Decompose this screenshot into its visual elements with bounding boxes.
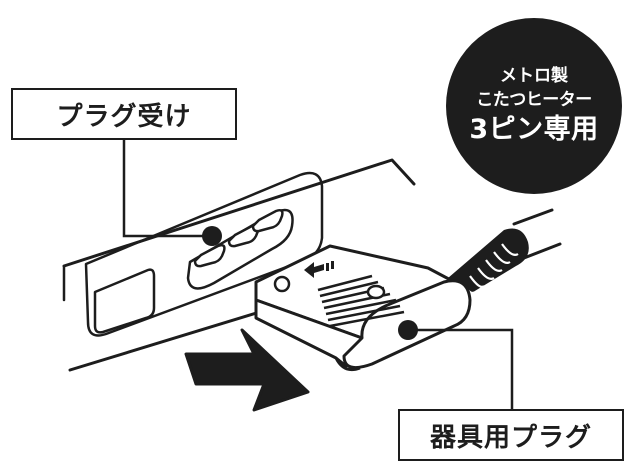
appliance-plug-label: 器具用プラグ [398,409,624,461]
heater-body [62,158,416,372]
socket-pins [193,208,284,268]
compatibility-badge: メトロ製 こたつヒーター 3ピン専用 [446,18,622,194]
appliance-plug [254,244,472,372]
strain-relief [448,228,529,300]
receptacle-callout-dot [202,226,222,246]
receptacle-label: プラグ受け [11,88,237,140]
insertion-arrow-icon [184,328,310,412]
badge-line-3: 3ピン専用 [469,114,599,145]
badge-line-2: こたつヒーター [476,90,592,110]
appliance-plug-leader-line [398,320,514,409]
badge-line-1: メトロ製 [500,66,568,86]
appliance-plug-callout-dot [398,320,418,340]
power-cord [512,208,562,260]
arrow-left-symbol-icon [304,261,334,278]
receptacle-leader-line [122,140,222,246]
